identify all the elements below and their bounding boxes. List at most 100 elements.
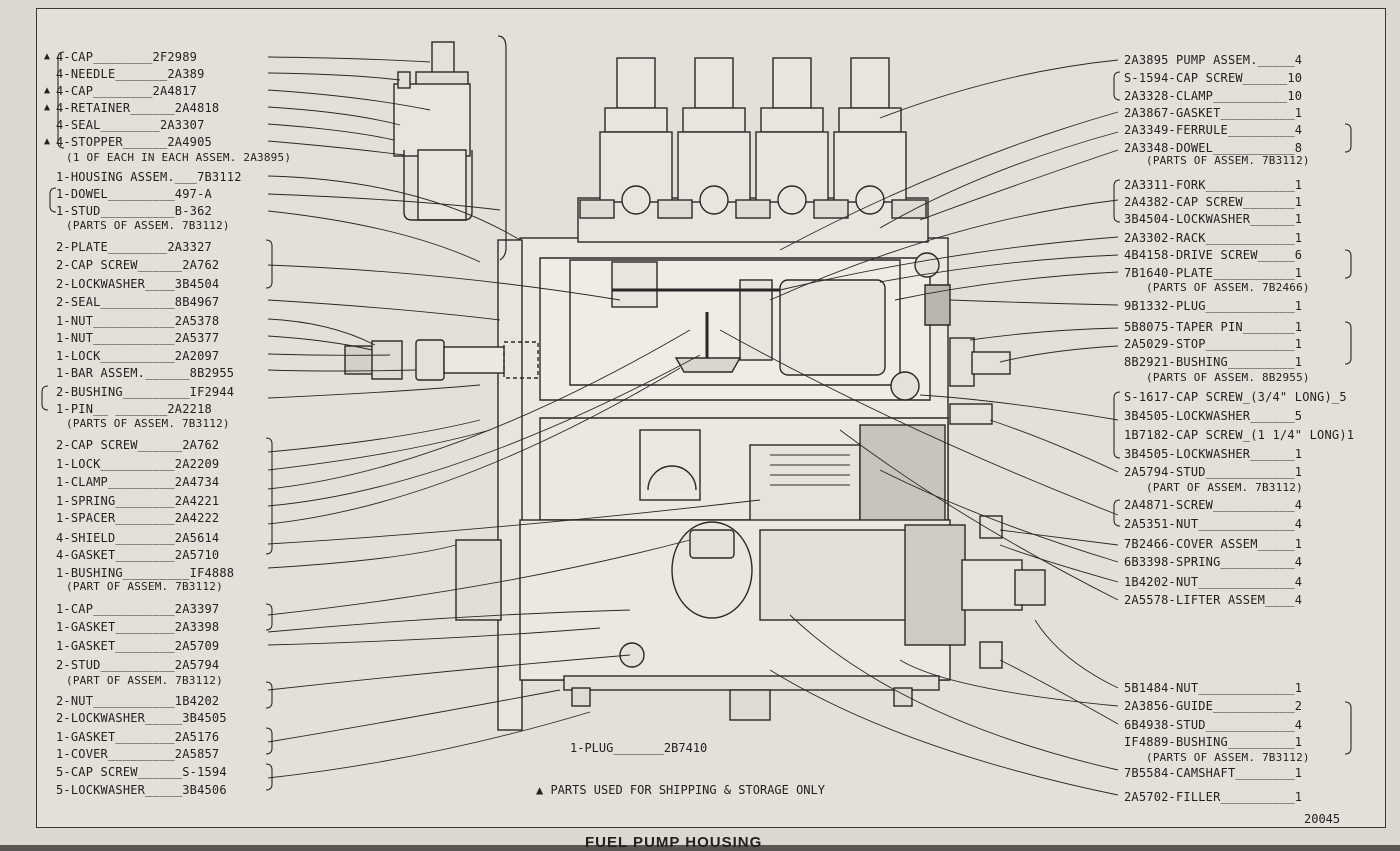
part-label: 3B4504-LOCKWASHER______1 [1124,212,1303,226]
part-label: 6B3398-SPRING__________4 [1124,555,1303,569]
part-text: 2-STUD__________2A5794 [56,658,220,672]
part-label: 2-SEAL__________8B4967 [56,295,219,309]
part-label: 2-NUT___________1B4202 [56,694,219,708]
part-text: (PARTS OF ASSEM. 7B3112) [66,219,230,232]
part-text: 1-CLAMP_________2A4734 [56,475,220,489]
part-label: 1-BAR ASSEM.______8B2955 [56,366,234,380]
mounting-flange [497,239,523,731]
part-label: 2A4871-SCREW___________4 [1124,498,1303,512]
part-label: 7B1640-PLATE___________1 [1124,266,1303,280]
part-label: 2-CAP SCREW______2A762 [56,438,219,452]
part-label: 7B5584-CAMSHAFT________1 [1124,766,1303,780]
part-text: 1-BUSHING_________IF4888 [56,566,235,580]
part-label: 5B8075-TAPER PIN_______1 [1124,320,1303,334]
page-number: 20045 [1304,812,1341,826]
shipping-note: ▲ PARTS USED FOR SHIPPING & STORAGE ONLY [536,783,825,797]
parts-note: (PARTS OF ASSEM. 7B3112) [1146,751,1310,764]
parts-note: (PARTS OF ASSEM. 7B2466) [1146,281,1310,294]
part-label: 4-GASKET________2A5710 [56,548,219,562]
part-label: 3B4505-LOCKWASHER______1 [1124,447,1303,461]
part-label: 4-SEAL________2A3307 [56,118,205,132]
part-text: 1-BAR ASSEM.______8B2955 [56,366,235,380]
part-text: 4-RETAINER______2A4818 [56,101,220,115]
part-label: 5-CAP SCREW______S-1594 [56,765,227,779]
part-label: 1B4202-NUT_____________4 [1124,575,1303,589]
part-label: 2-CAP SCREW______2A762 [56,258,219,272]
part-text: 4-CAP________2A4817 [56,84,198,98]
part-text: (PART OF ASSEM. 7B3112) [66,674,223,687]
part-text: (PARTS OF ASSEM. 7B3112) [66,417,230,430]
part-label: S-1617-CAP SCREW_(3/4" LONG)_5 [1124,390,1347,404]
part-label: 2A3867-GASKET__________1 [1124,106,1303,120]
part-text: 2-CAP SCREW______2A762 [56,438,220,452]
part-text: 1-STUD__________B-362 [56,204,212,218]
part-label: 2-STUD__________2A5794 [56,658,219,672]
part-text: 2-PLATE________2A3327 [56,240,212,254]
parts-note: (PART OF ASSEM. 7B3112) [66,674,223,688]
shipping-marker-icon: ▲ [44,136,51,147]
part-label: 2-LOCKWASHER_____3B4505 [56,711,227,725]
part-label: 2A5029-STOP____________1 [1124,337,1303,351]
parts-note: (PARTS OF ASSEM. 7B3112) [1146,154,1310,167]
parts-note: (PART OF ASSEM. 7B3112) [1146,481,1303,494]
part-label: 1-SPACER________2A4222 [56,511,219,525]
injector-2 [677,57,751,215]
part-text: 4-STOPPER______2A4905 [56,135,212,149]
parts-note: (PARTS OF ASSEM. 7B3112) [66,417,230,431]
part-label: 4-SHIELD________2A5614 [56,531,219,545]
parts-note: (PARTS OF ASSEM. 7B3112) [66,219,230,233]
part-label: 1-NUT___________2A5378 [56,314,219,328]
part-text: (PART OF ASSEM. 7B3112) [66,580,223,593]
part-text: 2-NUT___________1B4202 [56,694,220,708]
part-label: 2A3856-GUIDE___________2 [1124,699,1303,713]
part-text: 1-GASKET________2A5176 [56,730,220,744]
part-label: 7B2466-COVER ASSEM_____1 [1124,537,1303,551]
part-label: 2A3302-RACK____________1 [1124,231,1303,245]
part-text: 2-CAP SCREW______2A762 [56,258,220,272]
part-text: 5-CAP SCREW______S-1594 [56,765,227,779]
part-text: 1-LOCK__________2A2209 [56,457,220,471]
part-label: 2A5578-LIFTER ASSEM____4 [1124,593,1303,607]
part-text: 2-BUSHING_________IF2944 [56,385,235,399]
part-label: 1B7182-CAP SCREW_(1 1/4" LONG)1 [1124,428,1355,442]
part-label: 2-BUSHING_________IF2944 [56,385,234,399]
part-label: ▲ 4-STOPPER______2A4905 [44,135,212,149]
part-text: 1-GASKET________2A3398 [56,620,220,634]
plug-label: 1-PLUG_______2B7410 [570,741,708,755]
part-text: 1-GASKET________2A5709 [56,639,220,653]
part-text: 1-NUT___________2A5377 [56,331,220,345]
part-label: IF4889-BUSHING_________1 [1124,735,1303,749]
part-label: 2A5794-STUD____________1 [1124,465,1303,479]
brackets [41,51,1352,791]
diagram-caption: FUEL PUMP HOUSING [585,834,763,851]
part-text: 1-NUT___________2A5378 [56,314,220,328]
part-label: 1-DOWEL_________497-A [56,187,212,201]
part-label: 1-SPRING________2A4221 [56,494,219,508]
part-text: (1 OF EACH IN EACH ASSEM. 2A3895) [66,151,292,164]
part-text: 1-DOWEL_________497-A [56,187,212,201]
part-label: 1-CLAMP_________2A4734 [56,475,219,489]
part-text: 2-LOCKWASHER_____3B4505 [56,711,227,725]
part-label: ▲ 4-CAP________2A4817 [44,84,198,98]
shipping-marker-icon: ▲ [44,102,51,113]
part-text: 1-CAP___________2A3397 [56,602,220,616]
part-text: 1-HOUSING ASSEM.___7B3112 [56,170,242,184]
part-label: 6B4938-STUD____________4 [1124,718,1303,732]
parts-note: (1 OF EACH IN EACH ASSEM. 2A3895) [66,151,291,165]
part-text: 1-SPACER________2A4222 [56,511,220,525]
part-label: 1-GASKET________2A5709 [56,639,219,653]
part-label: 1-BUSHING_________IF4888 [56,566,234,580]
injector-3 [755,57,829,215]
part-label: 5B1484-NUT_____________1 [1124,681,1303,695]
injector-1 [599,57,673,215]
part-label: 1-STUD__________B-362 [56,204,212,218]
injector-4 [833,57,907,215]
part-text: 4-GASKET________2A5710 [56,548,220,562]
parts-note: (PARTS OF ASSEM. 8B2955) [1146,371,1310,384]
part-label: 4B4158-DRIVE SCREW_____6 [1124,248,1303,262]
part-label: 2A3311-FORK____________1 [1124,178,1303,192]
shipping-marker-icon: ▲ [44,85,51,96]
part-label: ▲4-CAP________2F2989 [44,50,197,64]
